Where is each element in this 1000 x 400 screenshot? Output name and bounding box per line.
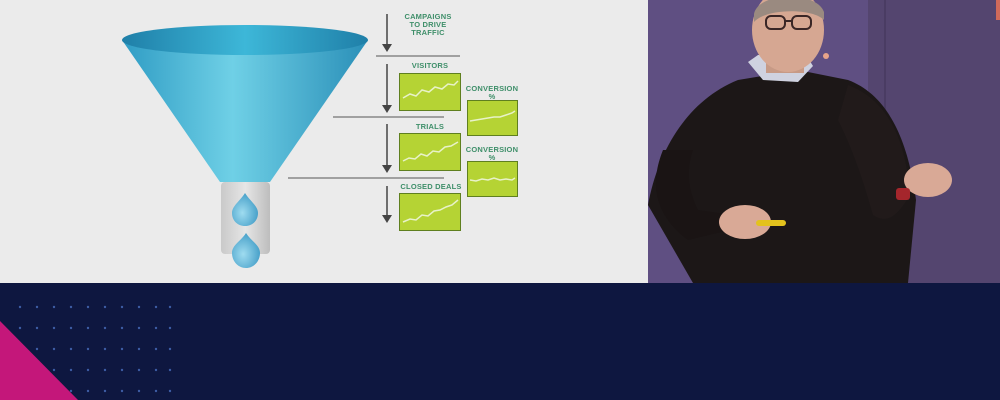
down-arrow-icon — [382, 14, 392, 52]
trials-label: TRIALS — [415, 122, 445, 131]
conversion-chart-2 — [467, 161, 518, 197]
closed-deals-label: CLOSED DEALS — [400, 182, 462, 191]
water-drop-icon — [232, 193, 258, 226]
presentation-slide: CAMPAIGNS TO DRIVE TRAFFIC VISITORS TRIA… — [0, 0, 648, 283]
trials-trend-chart — [399, 133, 461, 171]
conversion-label-2: CONVERSION % — [465, 145, 519, 162]
visitors-trend-chart — [399, 73, 461, 111]
dot-grid-pattern — [18, 305, 172, 393]
down-arrow-icon — [382, 124, 392, 173]
funnel-cone — [122, 40, 368, 182]
event-footer-bar — [0, 283, 1000, 400]
speaker-figure — [648, 0, 1000, 283]
down-arrow-icon — [382, 64, 392, 113]
funnel-rim — [122, 25, 368, 55]
conversion-label-1: CONVERSION % — [465, 84, 519, 101]
closed-deals-trend-chart — [399, 193, 461, 231]
campaigns-label: CAMPAIGNS TO DRIVE TRAFFIC — [404, 12, 452, 37]
conversion-chart-1 — [467, 100, 518, 136]
funnel-diagram — [122, 14, 460, 268]
footer-decoration — [0, 305, 172, 400]
water-drop-icon — [232, 233, 260, 268]
speaker-video — [648, 0, 1000, 283]
visitors-label: VISITORS — [411, 61, 449, 70]
magenta-triangle-accent — [0, 321, 78, 400]
down-arrow-icon — [382, 186, 392, 223]
